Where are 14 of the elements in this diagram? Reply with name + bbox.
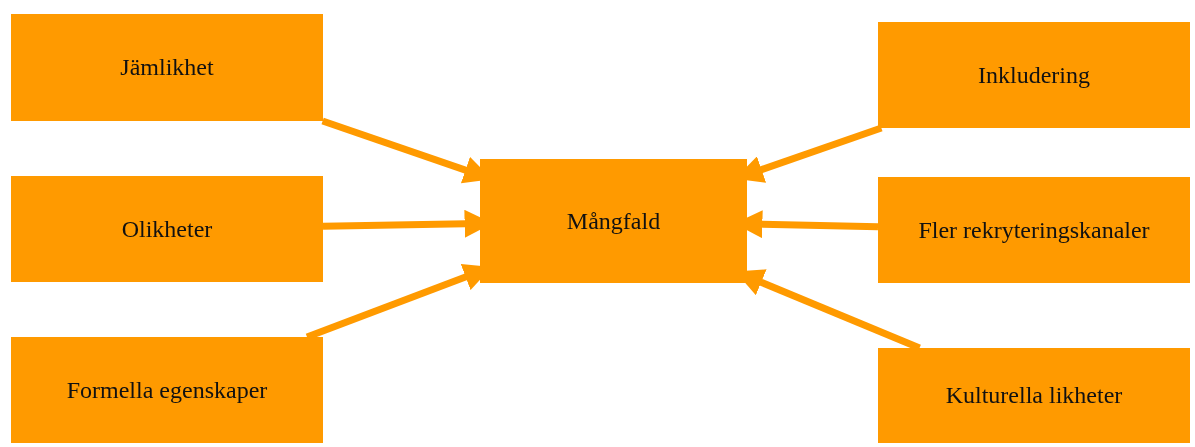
box-label: Olikheter <box>121 215 213 243</box>
box-label: Kulturella likheter <box>945 382 1123 409</box>
box-label: Mångfald <box>566 207 661 235</box>
box-label: Fler rekryteringskanaler <box>918 216 1150 244</box>
process-box <box>878 348 1190 443</box>
process-box <box>11 176 323 282</box>
box-label: Jämlikhet <box>120 54 214 81</box>
box-label: Formella egenskaper <box>66 376 268 404</box>
process-box <box>878 177 1190 283</box>
process-box <box>480 159 747 283</box>
process-box <box>878 22 1190 128</box>
process-box <box>11 14 323 121</box>
box-label: Inkludering <box>978 61 1090 89</box>
process-box <box>11 337 323 443</box>
